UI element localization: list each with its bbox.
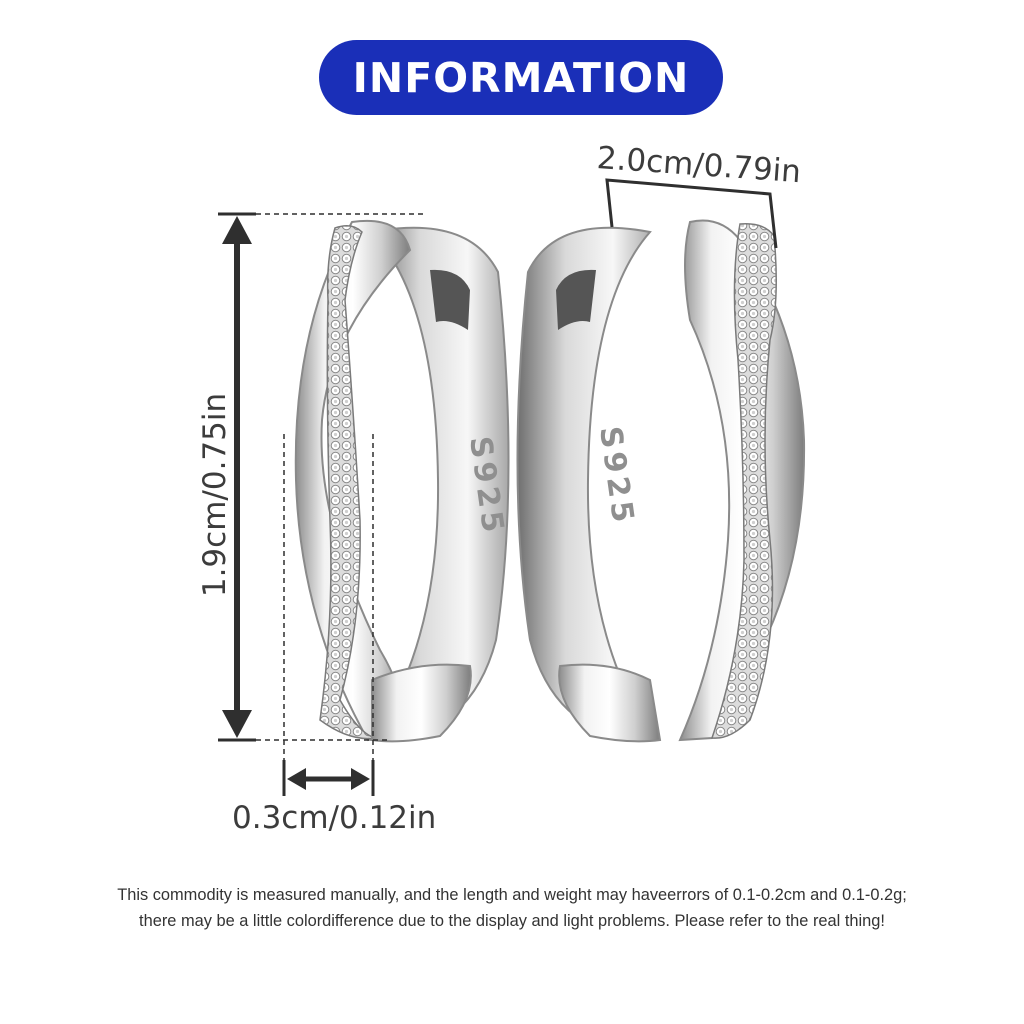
disclaimer-line-1: This commodity is measured manually, and… xyxy=(117,886,907,904)
left-earring: S925 xyxy=(294,219,511,743)
disclaimer-line-2: there may be a little colordifference du… xyxy=(139,912,885,930)
height-dimension xyxy=(218,212,426,742)
information-badge: INFORMATION xyxy=(319,40,723,115)
width-dimension xyxy=(605,178,778,249)
s925-stamp-right: S925 xyxy=(592,424,641,528)
thickness-label: 0.3cm/0.12in xyxy=(232,800,437,836)
right-earring: S925 xyxy=(516,219,806,743)
height-label: 1.9cm/0.75in xyxy=(197,392,233,598)
disclaimer: This commodity is measured manually, and… xyxy=(0,882,1024,934)
thickness-dimension xyxy=(282,434,375,796)
